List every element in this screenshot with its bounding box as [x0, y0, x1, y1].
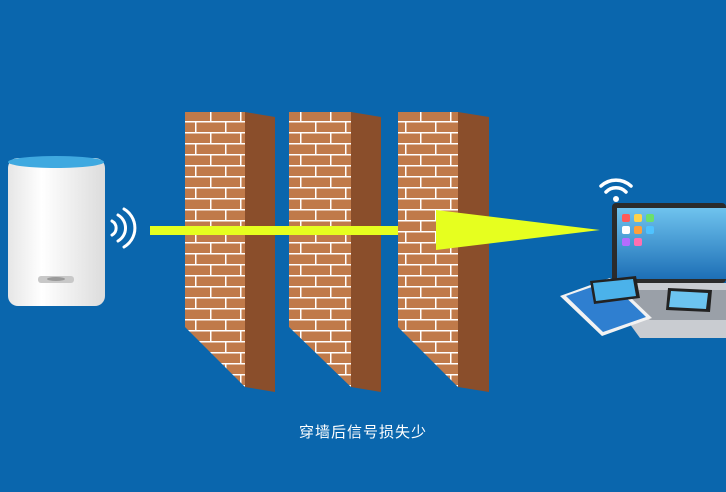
smartphone [590, 276, 712, 312]
signal-arrow [150, 226, 445, 235]
devices [560, 203, 726, 338]
brick-wall-3 [398, 112, 489, 392]
brick-wall-2 [289, 112, 381, 392]
brick-wall-1 [185, 112, 275, 392]
router [8, 156, 105, 306]
wifi-signal-icon [110, 207, 137, 249]
signal-arrow-head [436, 210, 600, 250]
router-top-light [8, 156, 104, 168]
wifi-icon [599, 178, 633, 202]
caption: 穿墙后信号损失少 [298, 423, 427, 441]
tablet [560, 278, 652, 336]
